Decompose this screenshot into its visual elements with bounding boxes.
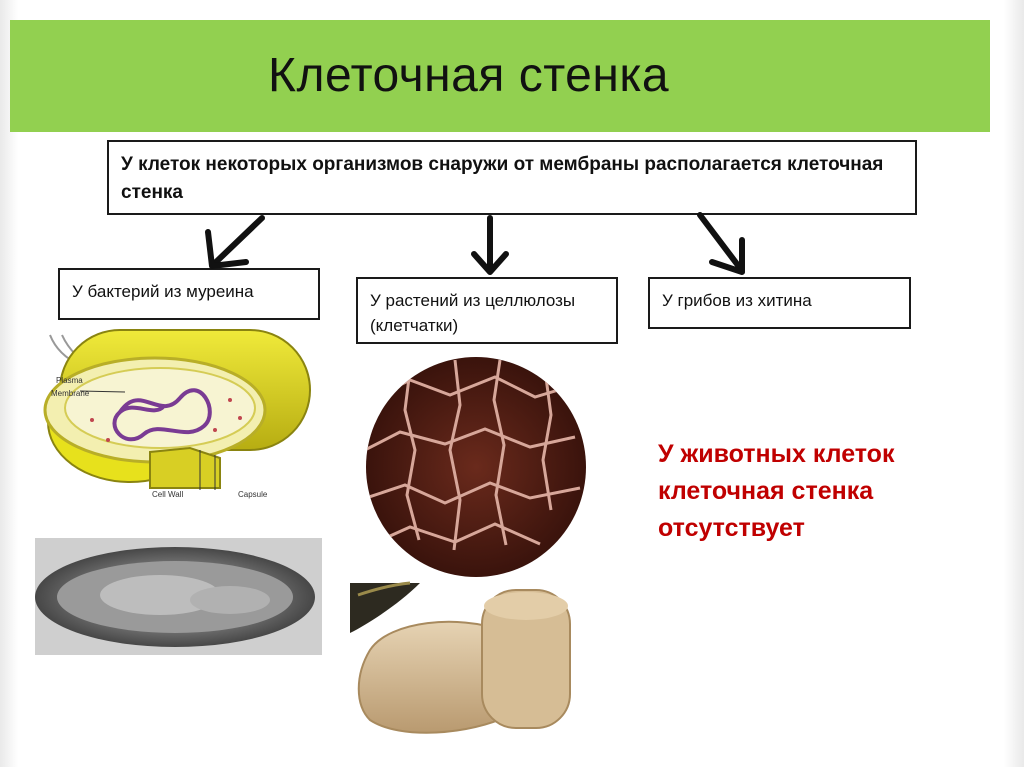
intro-box: У клеток некоторых организмов снаружи от… (107, 140, 917, 215)
bacteria-label: У бактерий из муреина (72, 282, 254, 301)
plants-box: У растений из целлюлозы (клетчатки) (356, 277, 618, 344)
arrow-right-icon (697, 212, 745, 275)
intro-text: У клеток некоторых организмов снаружи от… (121, 154, 884, 203)
bacteria-box: У бактерий из муреина (58, 268, 320, 320)
fungi-label: У грибов из хитина (662, 291, 812, 310)
arrow-center-icon (471, 215, 509, 275)
fungi-box: У грибов из хитина (648, 277, 911, 329)
plant-cells-image (366, 357, 586, 577)
title-bar (10, 20, 990, 132)
plants-label: У растений из целлюлозы (клетчатки) (370, 291, 576, 335)
capsule-label: Capsule (238, 490, 268, 499)
bacterium-micrograph-image (35, 538, 322, 655)
cork-image (350, 581, 600, 748)
arrow-left-icon (205, 215, 265, 269)
plasma-label: Plasma (56, 376, 83, 385)
animal-cells-note: У животных клеток клеточная стенка отсут… (658, 440, 895, 542)
membrane-label: Membrane (51, 389, 90, 398)
bacterium-diagram-image: Plasma Membrane Cell Wall Capsule (43, 329, 311, 499)
slide-title: Клеточная стенка (268, 49, 670, 102)
cell-wall-label: Cell Wall (152, 490, 183, 499)
